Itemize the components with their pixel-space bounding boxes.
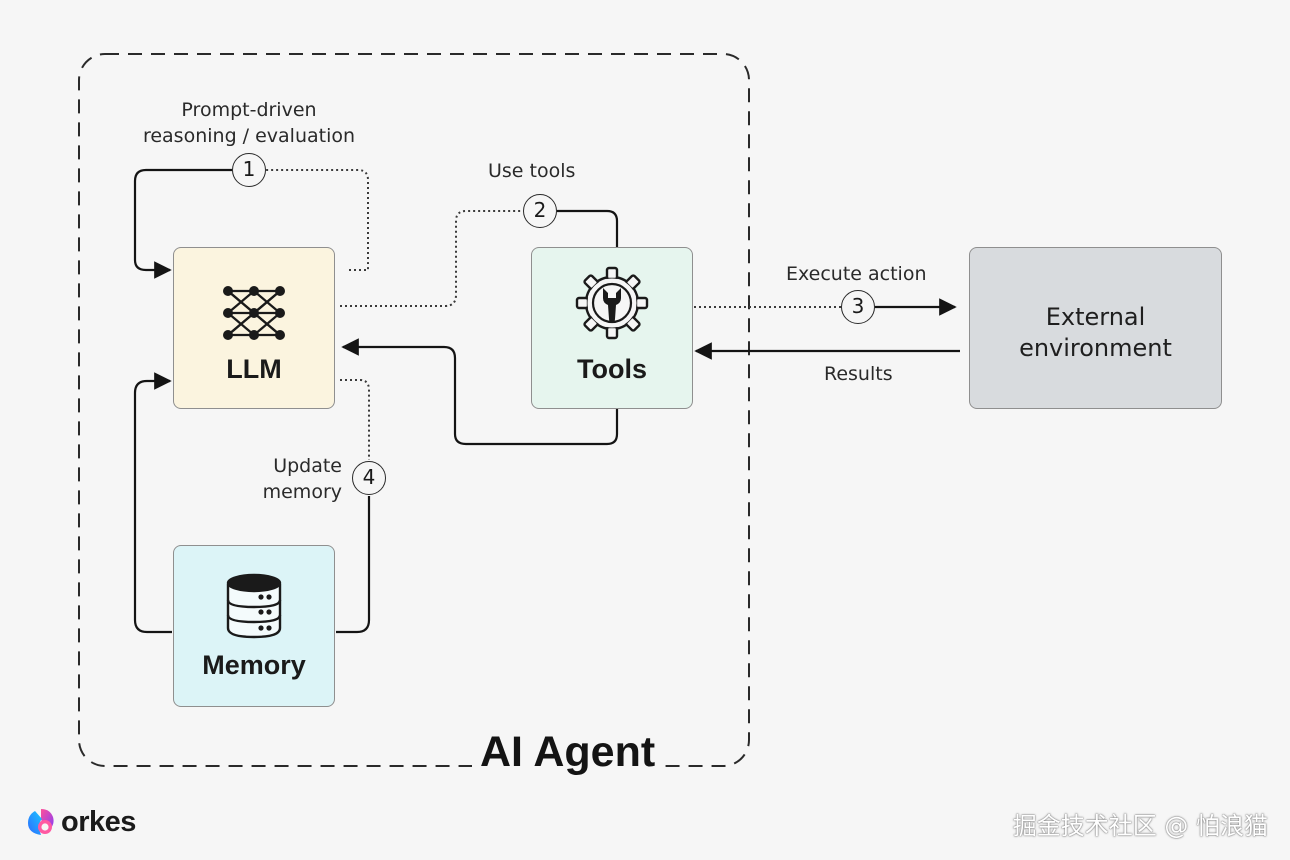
external-environment-label: External environment — [1019, 303, 1172, 362]
results-label: Results — [824, 363, 893, 385]
edge-update-memory-out — [340, 379, 370, 460]
watermark-text: 掘金技术社区 @ 怕浪猫 — [1012, 812, 1268, 840]
database-icon — [226, 573, 282, 639]
execute-action-label: Execute action — [786, 263, 927, 285]
neural-network-icon — [223, 286, 285, 340]
gear-wrench-icon — [575, 266, 649, 340]
update-memory-label: Update memory — [262, 455, 342, 503]
agent-container — [78, 53, 750, 767]
use-tools-label: Use tools — [488, 160, 576, 182]
edge-reasoning-out — [264, 169, 369, 271]
tools-label: Tools — [577, 354, 647, 384]
memory-node: Memory — [173, 545, 335, 707]
step-marker-2: 2 — [523, 194, 557, 228]
step-marker-4: 4 — [352, 461, 386, 495]
llm-node: LLM — [173, 247, 335, 409]
tools-node: Tools — [531, 247, 693, 409]
edge-use-tools-in — [557, 209, 619, 247]
step-marker-1: 1 — [232, 153, 266, 187]
edge-reasoning-in — [133, 168, 232, 279]
orkes-logo-icon — [28, 809, 54, 835]
external-environment-node: External environment — [969, 247, 1222, 409]
edge-memory-to-llm — [133, 372, 172, 634]
llm-label: LLM — [226, 354, 282, 384]
agent-container-title: AI Agent — [472, 726, 664, 778]
step-marker-3: 3 — [841, 290, 875, 324]
edge-update-memory-in — [336, 496, 371, 634]
memory-label: Memory — [202, 650, 306, 680]
brand-logo: orkes — [26, 804, 136, 840]
brand-name: orkes — [61, 805, 136, 838]
edge-tools-return — [341, 338, 619, 446]
reasoning-label: Prompt-driven reasoning / evaluation — [142, 99, 356, 147]
